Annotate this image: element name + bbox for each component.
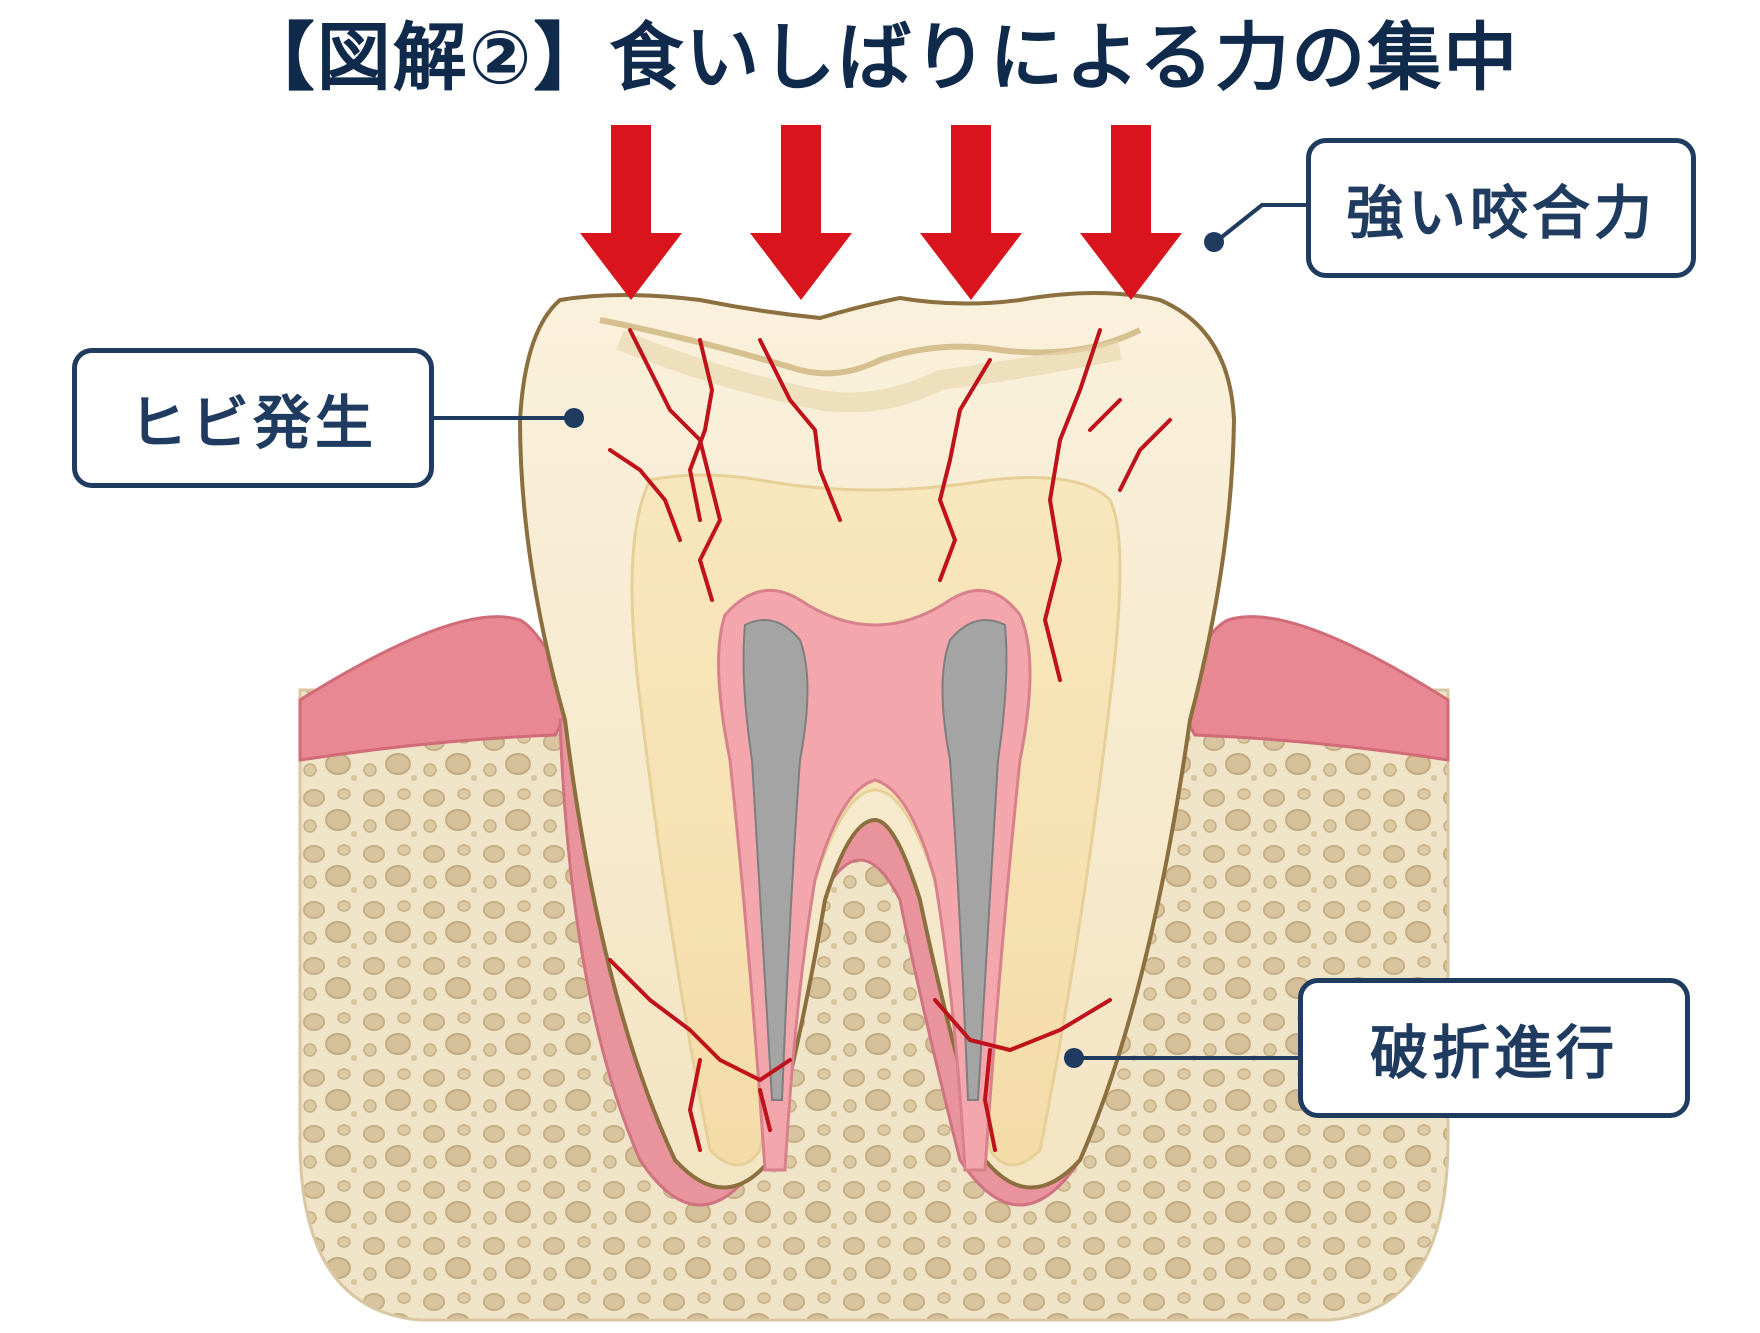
crown-cracks <box>608 328 1172 682</box>
leader-dot-strong <box>1204 232 1224 252</box>
label-crack-occurrence: ヒビ発生 <box>72 348 434 488</box>
leader-lines <box>434 203 1306 1060</box>
occlusal-surface <box>599 317 1142 377</box>
label-fracture-progression-text: 破折進行 <box>1369 1019 1618 1087</box>
leader-strong <box>1216 203 1306 242</box>
arrow-4 <box>1080 125 1182 300</box>
nerve-left <box>742 619 809 1101</box>
root-cracks <box>608 958 1112 1152</box>
force-arrows <box>580 125 1182 300</box>
leader-dot-frac <box>1064 1048 1084 1068</box>
nerve-right <box>941 619 1008 1101</box>
leader-dot-crack <box>564 408 584 428</box>
label-strong-bite-force: 強い咬合力 <box>1306 138 1696 278</box>
label-crack-occurrence-text: ヒビ発生 <box>128 389 377 457</box>
diagram-title: 【図解②】食いしばりによる力の集中 <box>240 15 1520 101</box>
label-strong-bite-force-text: 強い咬合力 <box>1345 179 1656 247</box>
arrow-2 <box>750 125 852 300</box>
arrow-3 <box>920 125 1022 300</box>
label-fracture-progression: 破折進行 <box>1298 978 1690 1118</box>
arrow-1 <box>580 125 682 300</box>
occlusal-groove <box>616 330 1122 413</box>
